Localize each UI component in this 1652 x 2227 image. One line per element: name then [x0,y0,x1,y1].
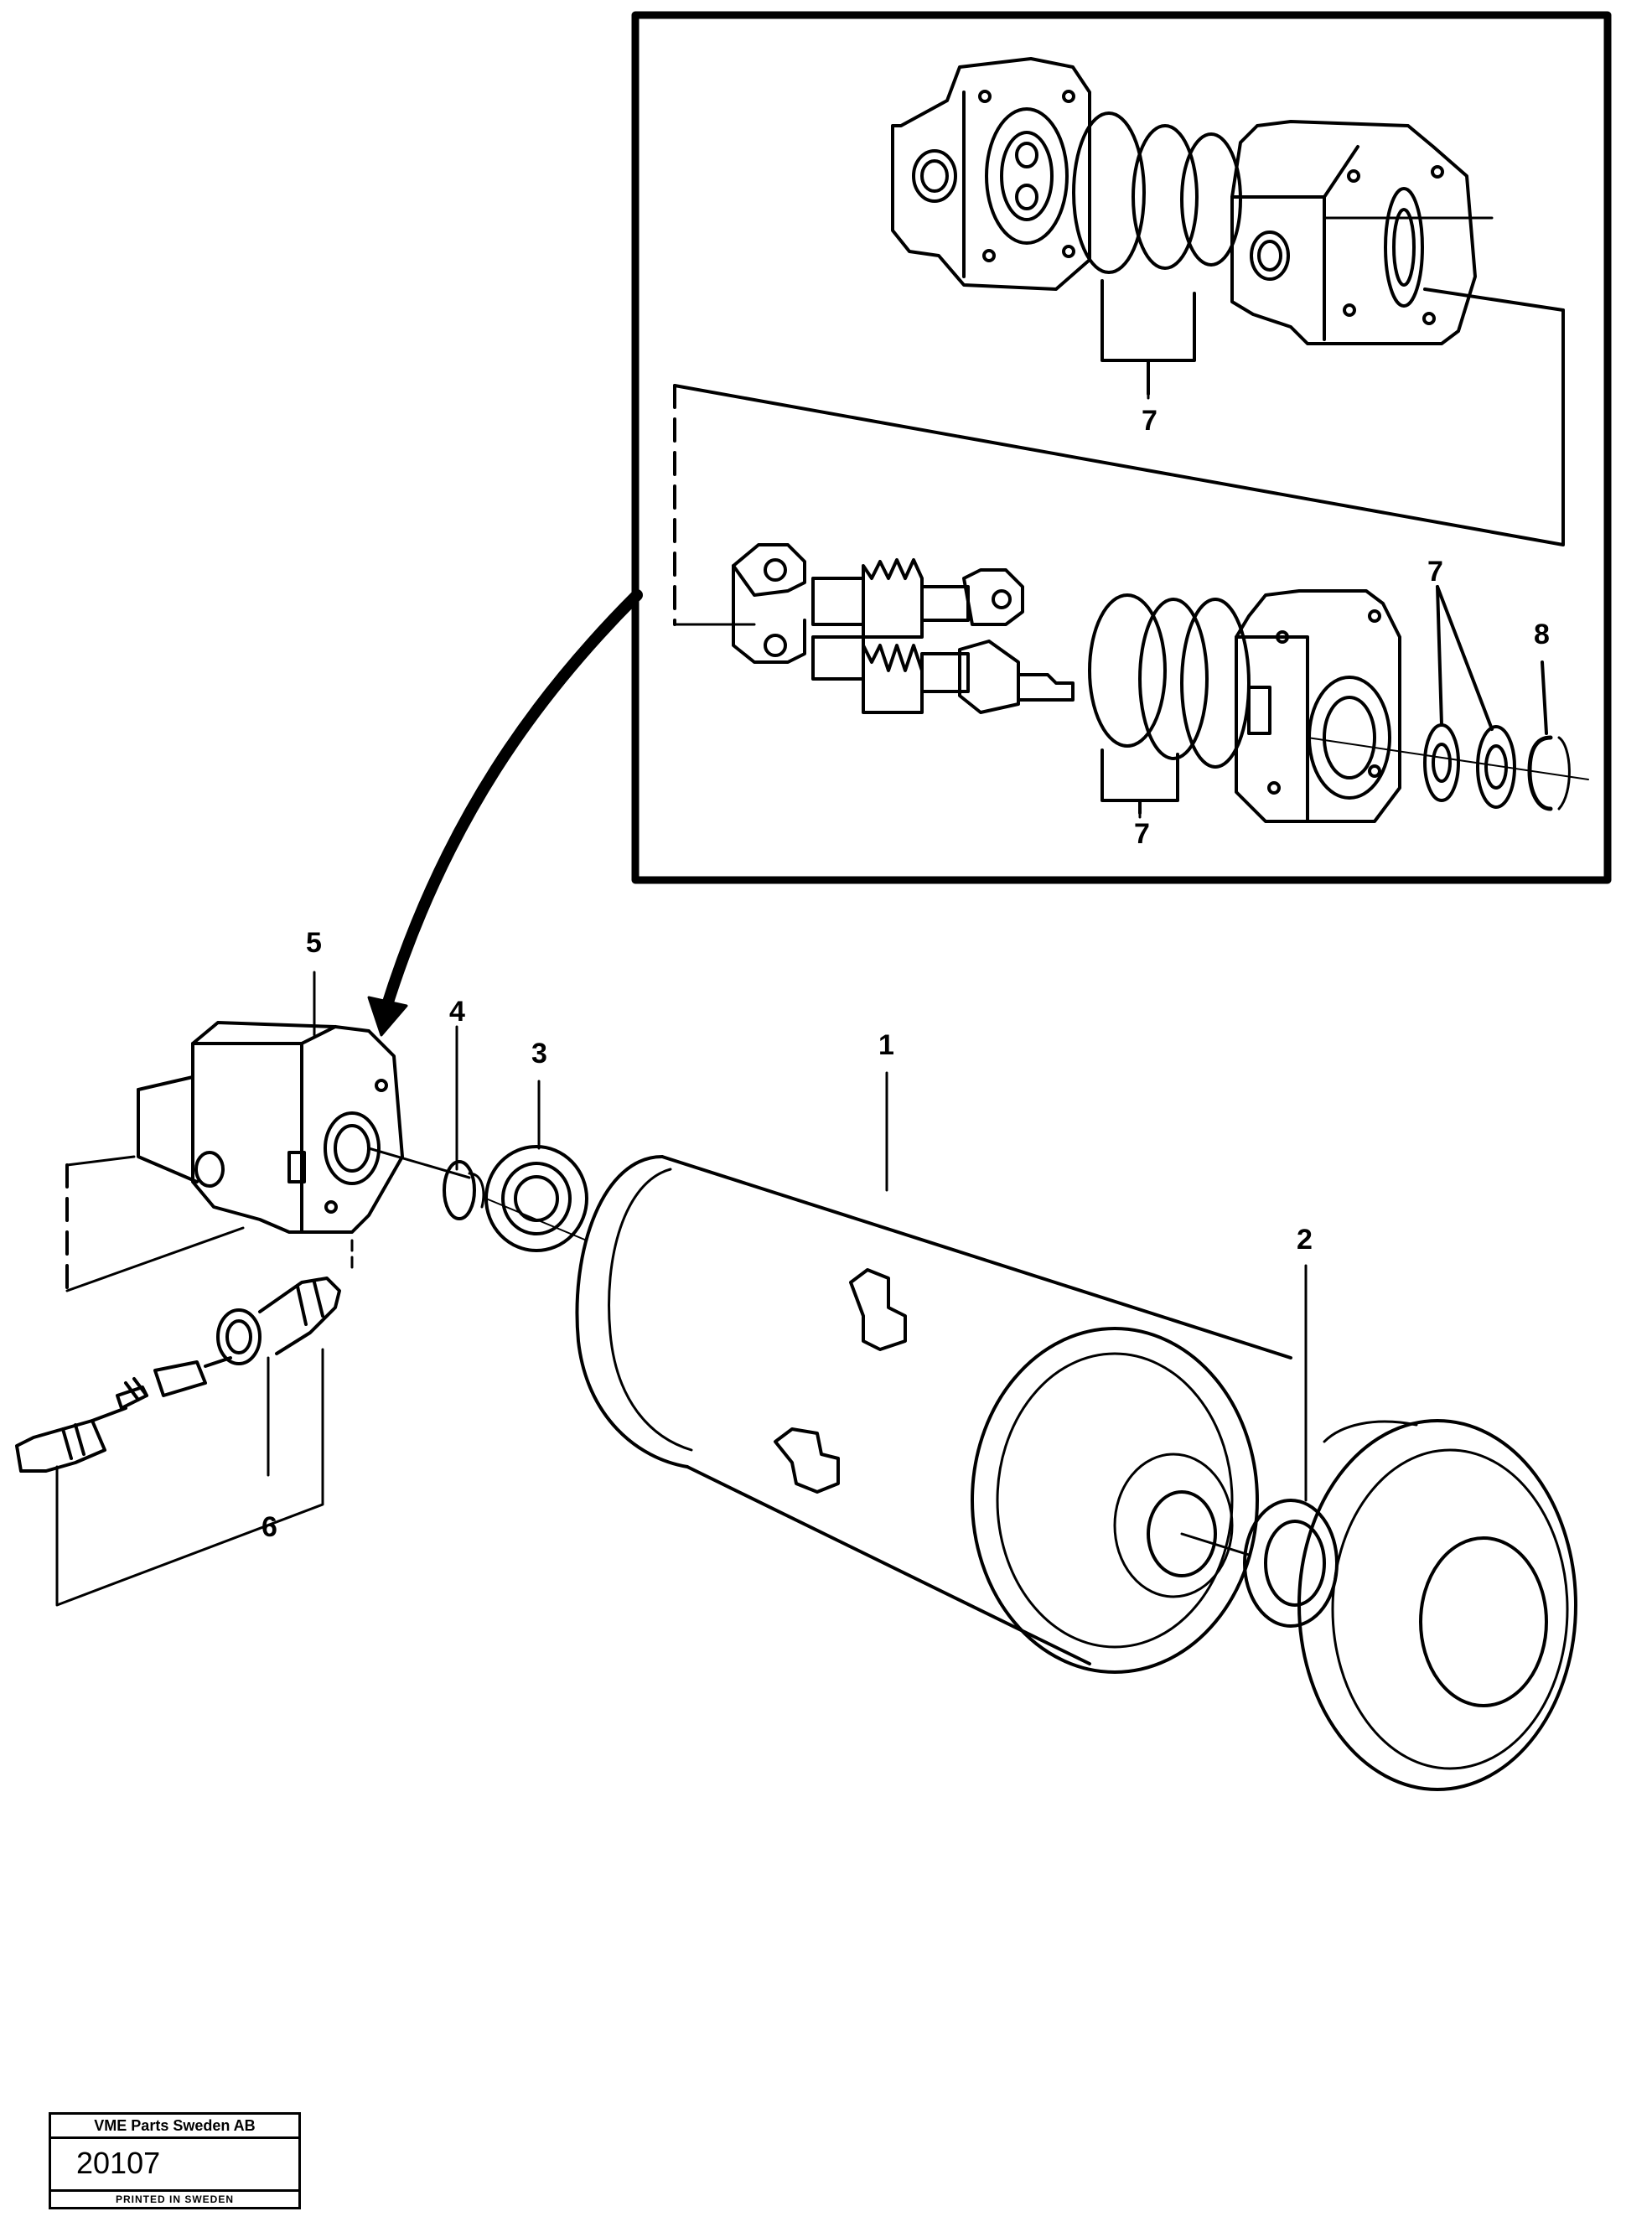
stamp-printed: PRINTED IN SWEDEN [51,2189,298,2207]
stamp-illustration-number: 20107 [76,2146,161,2180]
electric-motor-drawing [575,1155,1292,1674]
pump-rear-cover-drawing [891,57,1091,291]
callout-leaders [313,392,1308,1502]
seal-rings-top-drawing [1072,111,1242,274]
callout-2: 2 [1297,1224,1313,1256]
callout-6: 6 [262,1511,277,1543]
pump-front-cover-drawing [1235,589,1401,823]
relief-valve-drawing [15,1277,341,1473]
detail-inset [631,11,1612,884]
ball-bearing-drawing [484,1145,588,1252]
stamp-company: VME Parts Sweden AB [51,2115,298,2139]
publisher-stamp: VME Parts Sweden AB 20107 PRINTED IN SWE… [49,2112,301,2209]
pump-body-drawing [1230,120,1477,345]
callout-7-bottom: 7 [1134,818,1150,850]
hydraulic-pump-drawing [137,1021,471,1234]
callout-1: 1 [878,1029,894,1061]
shaft-seals-drawing [1307,723,1589,811]
callout-7-top: 7 [1142,405,1157,437]
seal-rings-bottom-drawing [1088,593,1251,769]
callout-4: 4 [449,996,465,1028]
gear-assembly-drawing [732,543,1075,714]
retaining-ring-drawing [443,1160,485,1220]
end-cover-drawing [1297,1419,1577,1791]
callout-arrow [367,589,643,1037]
bearing-drawing [1243,1499,1339,1628]
callout-7-right: 7 [1427,556,1443,588]
callout-5: 5 [306,927,322,959]
callout-3: 3 [531,1038,547,1069]
callout-8: 8 [1534,619,1550,650]
